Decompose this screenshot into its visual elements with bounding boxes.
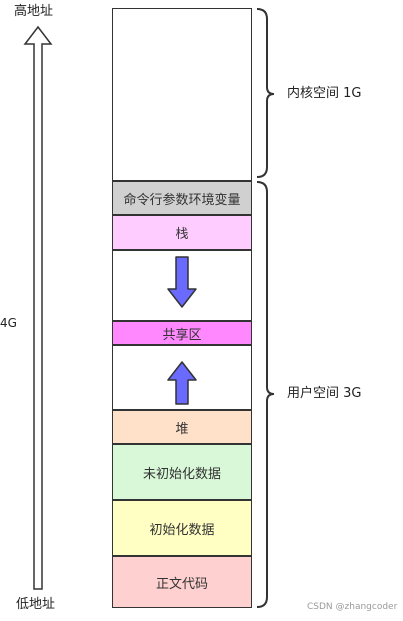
stack-segment: 栈 [112,215,252,250]
user-space-label: 用户空间 3G [287,386,362,401]
shared-region-segment: 共享区 [112,321,252,345]
stack-label: 栈 [175,227,189,242]
cmdline-env-label: 命令行参数环境变量 [123,192,241,208]
shared-region-label: 共享区 [162,327,202,343]
kernel-space-label: 内核空间 1G [287,86,362,101]
user-space-brace [256,181,275,608]
data-segment: 初始化数据 [112,500,252,556]
text-segment: 正文代码 [112,556,252,608]
low-address-label: 低地址 [16,597,56,612]
data-label: 初始化数据 [149,522,215,538]
heap-label: 堆 [175,421,189,437]
high-address-label: 高地址 [14,4,54,19]
kernel-space-brace [256,8,275,178]
cmdline-env-segment: 命令行参数环境变量 [112,181,252,215]
watermark: CSDN @zhangcoder [307,602,398,612]
kernel-space-segment [112,8,252,181]
heap-segment: 堆 [112,410,252,444]
text-label: 正文代码 [155,576,208,592]
bss-segment: 未初始化数据 [112,444,252,500]
total-size-label: 4G [0,316,17,330]
heap-growth-arrow-up-icon [167,361,197,405]
stack-growth-arrow-down-icon [167,256,197,308]
bss-label: 未初始化数据 [142,466,221,482]
